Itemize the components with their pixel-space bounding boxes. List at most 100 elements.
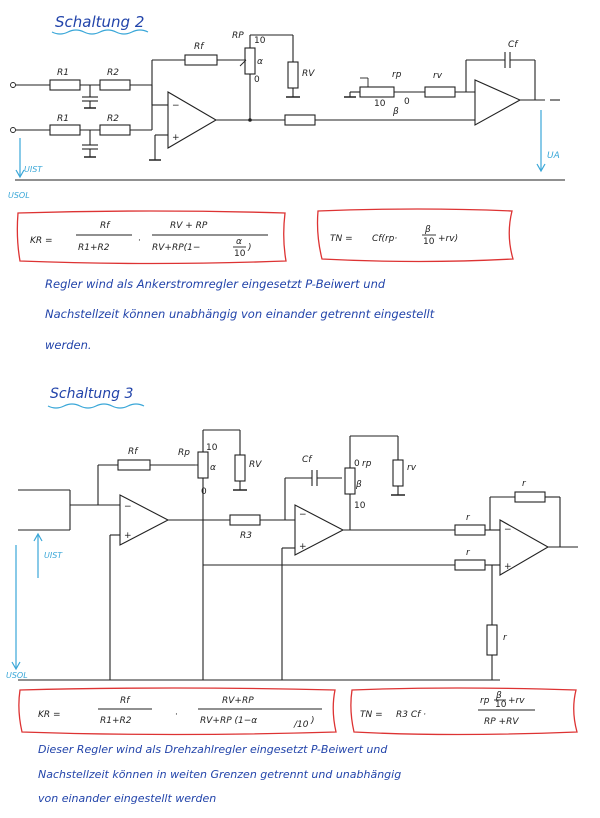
circuit-label: RV + RP	[170, 221, 208, 231]
circuit-wire	[536, 163, 546, 173]
resistor-coupling	[284, 114, 316, 126]
circuit-label: R3	[240, 531, 252, 541]
circuit-label: 10	[495, 700, 507, 710]
circuit-wire	[51, 29, 149, 35]
circuit-label: +	[124, 531, 132, 541]
circuit-wire	[239, 59, 247, 67]
potentiometer-rp-3	[197, 451, 209, 479]
resistor-rv-3-small	[392, 459, 404, 487]
resistor-r2-top	[99, 79, 131, 91]
circuit-label: rv	[407, 463, 417, 473]
circuit-label: USOL	[8, 191, 30, 200]
circuit-label: +	[504, 562, 512, 572]
circuit-label: UIST	[24, 165, 43, 174]
circuit-label: TN =	[330, 234, 353, 244]
circuit-label: +rv	[508, 696, 525, 706]
circuit-label: RP +RV	[484, 717, 519, 727]
circuit-label: Rf	[120, 696, 131, 706]
formula-box-kr-2	[16, 210, 287, 265]
circuit-label: −	[299, 510, 307, 520]
circuit-label: 0	[254, 75, 260, 85]
circuit-label: rv	[433, 71, 443, 81]
circuit-wire	[10, 82, 16, 88]
circuit-label: −	[504, 525, 512, 535]
circuit-label: β	[424, 225, 431, 235]
schaltung3-text-2: Nachstellzeit können in weiten Grenzen g…	[38, 768, 401, 781]
circuit-label: r	[466, 513, 471, 523]
resistor-r3	[229, 514, 261, 526]
circuit-label: Rp	[178, 448, 190, 458]
formula-box-kr-3	[18, 687, 337, 736]
circuit-label: 0	[201, 487, 207, 497]
schaltung3-section: Schaltung 3 Rf − + Rp 10 0 α	[6, 386, 578, 805]
resistor-r1-bottom	[49, 124, 81, 136]
circuit-label: α	[236, 237, 242, 247]
circuit-label: 10	[423, 237, 435, 247]
circuit-label: +	[299, 542, 307, 552]
circuit-label: R3 Cf ·	[396, 710, 426, 720]
circuit-label: 0	[354, 459, 360, 469]
resistor-rv-3	[234, 454, 246, 482]
schaltung3-title: Schaltung 3	[50, 386, 133, 402]
circuit-label: 0	[404, 97, 410, 107]
circuit-label: RV+RP (1−α	[200, 716, 257, 726]
circuit-label: 10	[254, 36, 266, 46]
schaltung3-text-1: Dieser Regler wind als Drehzahlregler ei…	[38, 743, 388, 756]
schaltung2-title: Schaltung 2	[55, 13, 144, 31]
circuit-label: Cf	[302, 455, 313, 465]
resistor-rf-3	[117, 459, 151, 471]
resistor-r1-top	[49, 79, 81, 91]
circuit-label: +rv)	[438, 234, 458, 244]
schaltung2-text-1: Regler wind als Ankerstromregler eingese…	[45, 277, 386, 291]
circuit-label: /10	[293, 720, 309, 730]
resistor-rf	[184, 54, 218, 66]
circuit-wire	[47, 403, 145, 409]
circuit-label: rp	[392, 70, 402, 80]
circuit-label: RV+RP(1−	[152, 243, 200, 253]
circuit-label: USOL	[6, 671, 28, 680]
circuit-label: RP	[232, 31, 244, 41]
circuit-label: TN =	[360, 710, 383, 720]
schaltung3-text-3: von einander eingestellt werden	[38, 792, 216, 805]
circuit-wire	[10, 127, 16, 133]
circuit-label: UIST	[44, 551, 63, 560]
circuit-label: rp	[362, 459, 372, 469]
circuit-label: KR =	[38, 710, 61, 720]
formula-box-tn-3	[350, 687, 578, 736]
formula-box-tn-2	[316, 208, 514, 263]
circuit-label: ·	[175, 710, 178, 720]
circuit-label: )	[310, 716, 315, 726]
opamp-2	[474, 79, 522, 126]
circuit-label: β	[355, 480, 362, 490]
circuit-wire	[15, 169, 25, 179]
resistor-r-in2	[454, 559, 486, 571]
circuit-label: −	[172, 101, 180, 111]
circuit-label: α	[210, 463, 216, 473]
circuit-label: KR =	[30, 236, 53, 246]
resistor-rv-small	[424, 86, 456, 98]
circuit-label: rp	[480, 696, 490, 706]
circuit-label: Rf	[128, 447, 139, 457]
circuit-wire	[248, 118, 252, 122]
opamp-1	[167, 91, 218, 149]
circuit-label: RV	[302, 69, 315, 79]
circuit-label: UA	[547, 151, 560, 161]
circuit-label: ·	[138, 236, 141, 246]
resistor-r-down	[486, 624, 498, 656]
circuit-label: β	[392, 107, 399, 117]
label-r1-bottom: R1	[57, 114, 69, 124]
potentiometer-rp-small	[359, 86, 395, 98]
schaltung2-section: Schaltung 2 R1 R2 R1 R2	[8, 13, 565, 352]
resistor-r-top	[514, 491, 546, 503]
schaltung2-text-2: Nachstellzeit können unabhängig von eina…	[45, 307, 435, 321]
circuit-label: Rf	[194, 42, 205, 52]
circuit-label: Cf(rp·	[372, 234, 397, 244]
label-r2-top: R2	[107, 68, 119, 78]
opamp-3-3	[499, 519, 550, 576]
circuit-label: Cf	[508, 40, 519, 50]
circuit-label: 10	[234, 249, 246, 259]
circuit-label: r	[503, 633, 508, 643]
circuit-wire	[33, 532, 43, 542]
circuit-label: 10	[354, 501, 366, 511]
circuit-label: +	[172, 133, 180, 143]
